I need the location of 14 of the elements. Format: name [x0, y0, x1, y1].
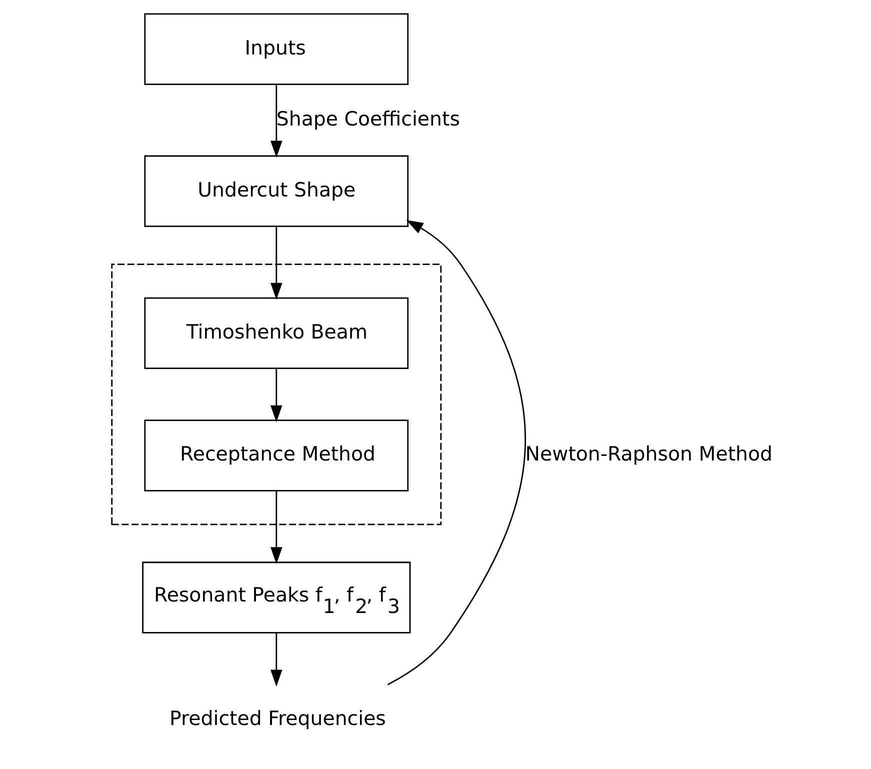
edge-label: Shape Coefficients [276, 107, 460, 130]
arrow [270, 490, 282, 564]
node-text: Predicted Frequencies [169, 707, 386, 730]
node-box: Inputs [144, 13, 408, 85]
arrow [270, 226, 282, 300]
arrow [270, 84, 282, 158]
arrow [386, 220, 526, 686]
edge-label: Newton-Raphson Method [524, 442, 772, 466]
node-box: Undercut Shape [144, 155, 408, 227]
node-box: Timoshenko Beam [144, 297, 408, 370]
arrow [270, 632, 282, 687]
cluster [110, 264, 442, 526]
node-box: Receptance Method [144, 420, 408, 492]
arrow [270, 368, 282, 422]
